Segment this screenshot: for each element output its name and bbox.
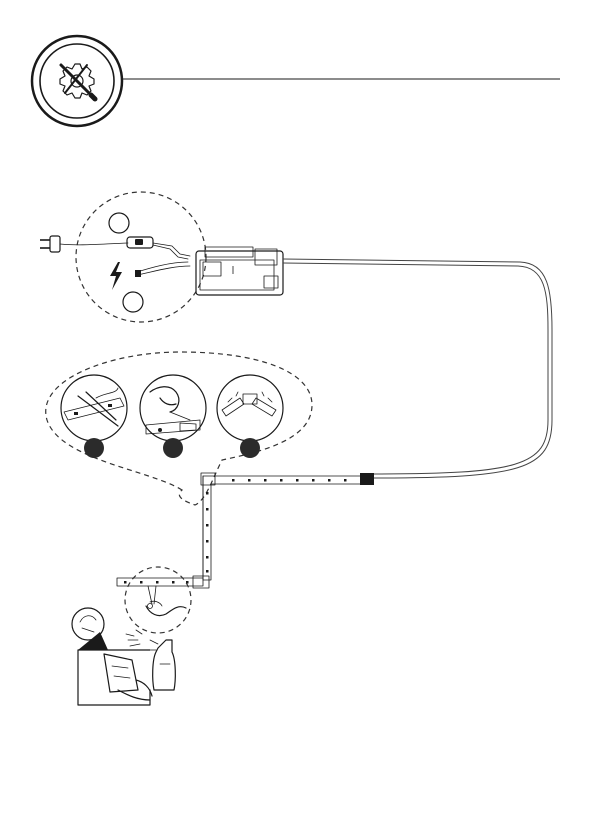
tools-gear-icon [60, 64, 95, 99]
power-plug-icon [40, 236, 128, 252]
power-cable [283, 259, 552, 478]
step-3-badge [240, 438, 260, 458]
led-driver-box [196, 247, 283, 295]
led-dots [124, 479, 347, 584]
scissors-hand-icon [146, 586, 186, 616]
lightning-bolt-icon [110, 262, 122, 290]
power-bubble [76, 192, 206, 322]
cleaning-scene [72, 608, 175, 705]
spray-bottle-icon [126, 630, 175, 690]
power-off-indicator [123, 292, 143, 312]
step-2-peel-backing [140, 375, 206, 458]
header-badge [32, 36, 122, 126]
step-1-badge [84, 438, 104, 458]
led-strip [117, 473, 374, 588]
step-3-connect-corner [217, 375, 283, 458]
power-on-indicator [109, 213, 129, 233]
cut-detail-bubble [125, 567, 191, 633]
step-2-badge [163, 438, 183, 458]
inline-switch-icon [127, 237, 190, 259]
